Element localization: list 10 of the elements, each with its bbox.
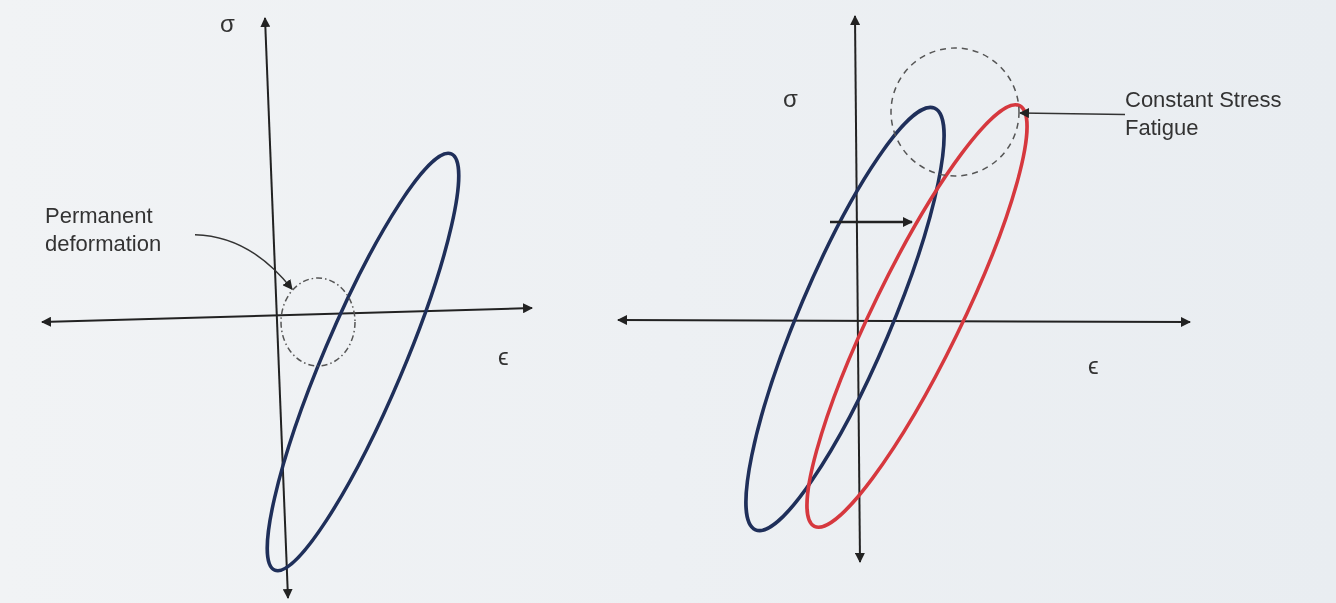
annotation-text: Constant Stress Fatigue bbox=[1125, 86, 1283, 142]
dashed-circle bbox=[280, 277, 356, 367]
leader-line bbox=[1019, 108, 1126, 119]
stress-symbol: σ bbox=[220, 10, 235, 38]
strain-symbol: ϵ bbox=[1088, 352, 1099, 380]
stress-symbol: σ bbox=[783, 85, 798, 113]
strain-symbol: ϵ bbox=[498, 343, 509, 371]
annotation-text: Permanent deformation bbox=[45, 202, 163, 258]
dashed-circle bbox=[890, 47, 1020, 177]
leader-line bbox=[194, 234, 293, 290]
